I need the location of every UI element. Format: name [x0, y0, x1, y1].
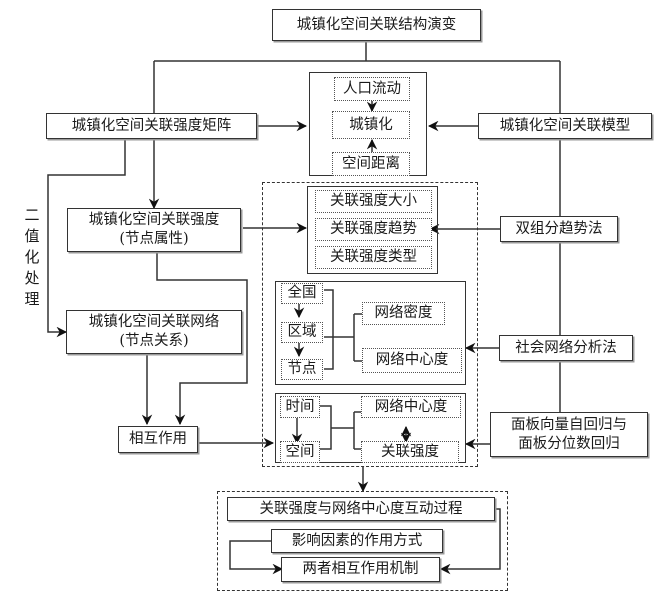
factors-to-mechanism-arrow — [229, 540, 284, 575]
strength-item-magnitude: 关联强度大小 — [315, 190, 432, 213]
matrix-to-network-arrow — [47, 138, 126, 338]
core-spatial-distance: 空间距离 — [332, 152, 410, 176]
association-strength-box: 城镇化空间关联强度 (节点属性) — [67, 208, 241, 252]
panel-line-1: 面板向量自回归与 — [511, 416, 627, 433]
scale-regional: 区域 — [281, 322, 323, 343]
analysis-dashed-frame — [262, 182, 478, 467]
outcome-interaction-process: 关联强度与网络中心度互动过程 — [227, 497, 495, 521]
association-network-box: 城镇化空间关联网络 (节点关系) — [66, 310, 242, 354]
core-population-flow: 人口流动 — [334, 77, 410, 101]
network-scale-frame — [275, 281, 466, 385]
association-model-box: 城镇化空间关联模型 — [478, 113, 652, 139]
strength-item-type: 关联强度类型 — [315, 246, 432, 269]
coupled-strength: 关联强度 — [361, 441, 459, 463]
strength-to-interaction-line — [156, 252, 248, 426]
network-subtitle: (节点关系) — [119, 333, 189, 349]
scale-node: 节点 — [281, 359, 323, 380]
method-panel-regression: 面板向量自回归与 面板分位数回归 — [490, 412, 648, 457]
core-urbanization: 城镇化 — [332, 111, 410, 139]
strength-item-trend: 关联强度趋势 — [315, 218, 432, 241]
strength-items-frame — [307, 186, 438, 274]
network-title: 城镇化空间关联网络 — [88, 314, 220, 330]
scale-national: 全国 — [281, 283, 323, 304]
coupled-centrality: 网络中心度 — [361, 396, 461, 418]
panel-line-2: 面板分位数回归 — [518, 435, 620, 452]
strength-title: 城镇化空间关联强度 — [88, 212, 220, 228]
metric-network-centrality: 网络中心度 — [362, 348, 462, 373]
metric-network-density: 网络密度 — [362, 302, 445, 325]
outcome-dashed-frame — [217, 491, 508, 591]
method-two-component-trend: 双组分趋势法 — [500, 216, 618, 242]
dim-space: 空间 — [280, 441, 320, 463]
structure-evolution-box: 城镇化空间关联结构演变 — [272, 9, 481, 41]
dim-time: 时间 — [280, 396, 320, 418]
strength-subtitle: (节点属性) — [119, 231, 189, 247]
method-social-network-analysis: 社会网络分析法 — [499, 335, 633, 361]
interaction-box: 相互作用 — [118, 426, 198, 453]
binarize-label: 二值化处理 — [24, 206, 40, 308]
process-to-mechanism-arrow — [439, 508, 501, 575]
strength-matrix-box: 城镇化空间关联强度矩阵 — [46, 113, 257, 139]
outcome-interaction-mechanism: 两者相互作用机制 — [281, 557, 440, 582]
scale-bracket-line — [324, 289, 362, 370]
dim-bracket-line — [319, 405, 361, 450]
outcome-influence-factors: 影响因素的作用方式 — [271, 529, 443, 553]
